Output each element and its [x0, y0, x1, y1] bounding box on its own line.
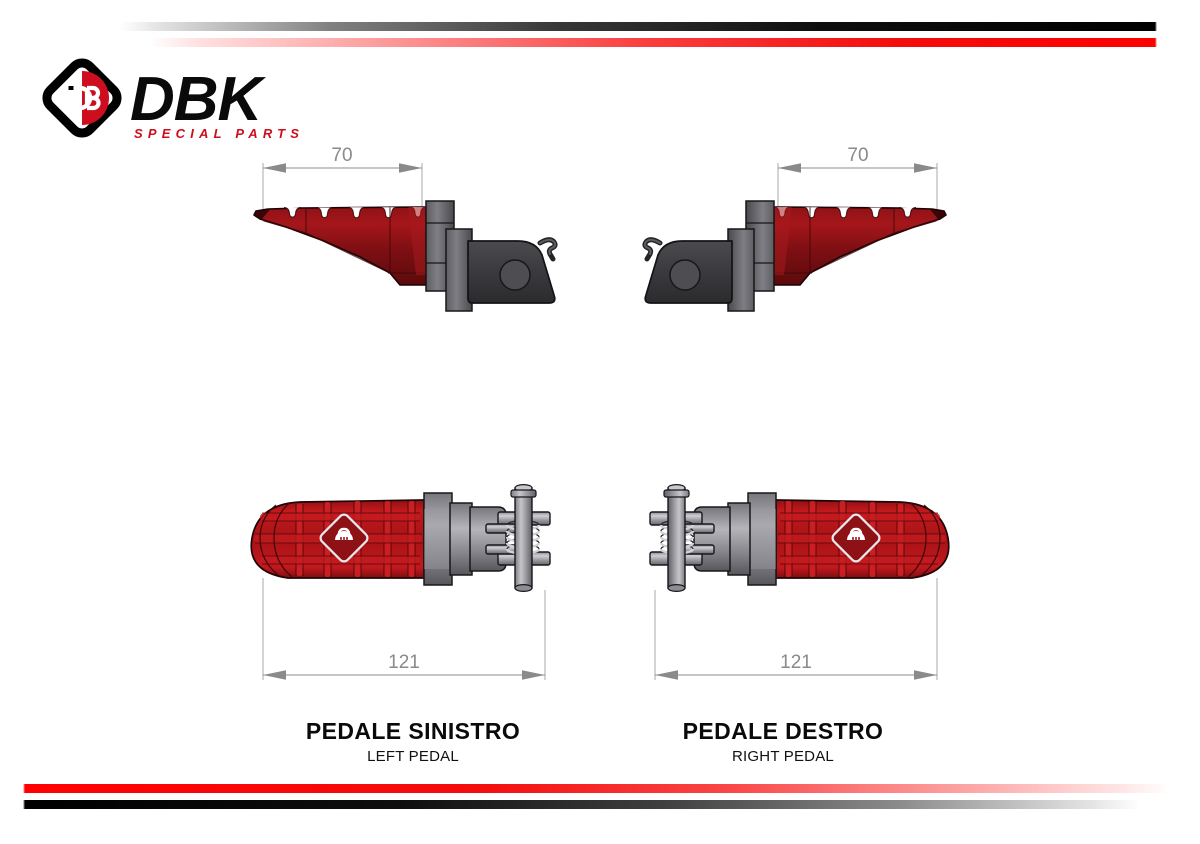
- bottom-black-stripe: [0, 800, 1200, 809]
- right-pedal-title-it: PEDALE DESTRO: [682, 718, 884, 744]
- dimension-121-left: 121: [262, 578, 546, 680]
- logo-diamond-icon: [42, 58, 122, 138]
- pedal-logo-badge-left: [319, 513, 369, 563]
- top-banner: [0, 0, 1200, 60]
- right-pedal-bracket-side: [642, 200, 775, 312]
- dimension-70-left: 70: [262, 145, 423, 217]
- left-pedal-caption: PEDALE SINISTRO LEFT PEDAL: [243, 716, 583, 768]
- left-pedal-bracket-side: [425, 200, 558, 312]
- left-pedal-bracket-plan: [423, 483, 551, 592]
- pivot-pin-left: [510, 483, 537, 592]
- dbk-logo: DBK SPECIAL PARTS: [42, 58, 342, 143]
- dimension-121-left-label: 121: [388, 652, 420, 673]
- svg-text:DBK: DBK: [130, 65, 267, 134]
- logo-tagline: SPECIAL PARTS: [134, 126, 304, 141]
- right-pedal-caption: PEDALE DESTRO RIGHT PEDAL: [613, 716, 953, 768]
- logo-wordmark: DBK: [130, 65, 268, 134]
- right-pedal-bracket-plan: [649, 483, 777, 592]
- pedal-logo-badge-right: [831, 513, 881, 563]
- dimension-121-right: 121: [654, 578, 938, 680]
- right-pedal-title-en: RIGHT PEDAL: [732, 748, 834, 765]
- right-pedal-body-side: [773, 206, 947, 286]
- right-pedal-body-plan: [775, 499, 950, 579]
- top-black-stripe: [0, 22, 1200, 31]
- left-pedal-body-side: [253, 206, 427, 286]
- dimension-70-right-label: 70: [847, 145, 868, 166]
- right-pedal-side-view: 70: [610, 145, 960, 355]
- bottom-banner: [0, 784, 1200, 844]
- dimension-70-right: 70: [777, 145, 938, 217]
- dimension-121-right-label: 121: [780, 652, 812, 673]
- top-red-stripe: [0, 38, 1200, 47]
- left-pedal-body-plan: [250, 499, 425, 579]
- left-pedal-side-view: 70: [240, 145, 590, 355]
- pivot-pin-right: [663, 483, 690, 592]
- left-pedal-plan-view: 121: [240, 480, 590, 695]
- right-pedal-plan-view: 121: [610, 480, 960, 695]
- left-pedal-title-en: LEFT PEDAL: [367, 748, 459, 765]
- bottom-red-stripe: [0, 784, 1200, 793]
- left-pedal-title-it: PEDALE SINISTRO: [305, 718, 521, 744]
- dimension-70-left-label: 70: [331, 145, 352, 166]
